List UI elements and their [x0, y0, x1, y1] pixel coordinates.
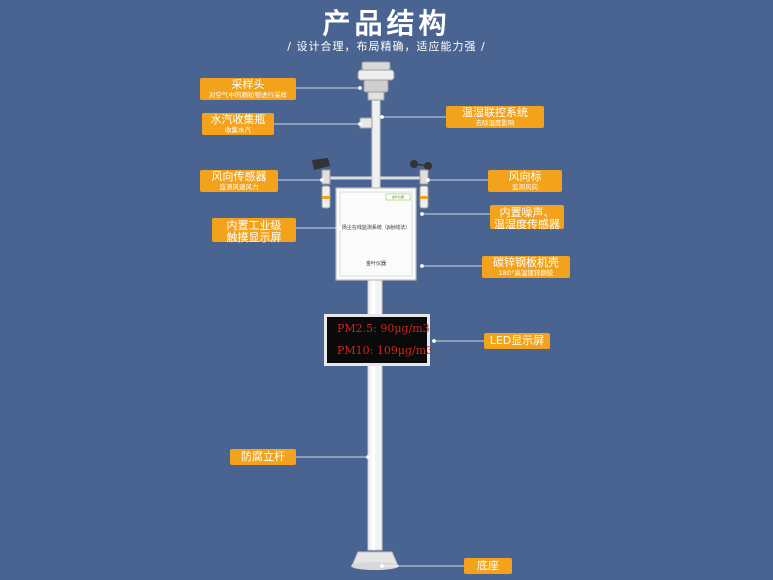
tag-base: 底座: [464, 558, 512, 574]
brand-logo: [385, 193, 411, 201]
tag-wind-sensor-main: 风向传感器: [211, 170, 267, 183]
tag-noise-sensor-sub: 温湿度传感器: [494, 218, 560, 232]
right-sensor-band: [420, 196, 428, 199]
tag-pole-main: 防腐立杆: [241, 450, 285, 463]
cabinet-door: [339, 191, 413, 277]
tag-water-bottle-main: 水汽收集瓶: [210, 113, 266, 126]
tag-pole: 防腐立杆: [230, 449, 296, 465]
tag-steel-case-sub: 180°高温镀锌颜胶: [498, 269, 554, 278]
tag-steel-case: 碳锌钢板机壳 180°高温镀锌颜胶: [482, 256, 570, 278]
led-display: PM2.5: 90μg/m3 PM10: 109μg/m3: [324, 314, 434, 366]
sampling-head-inlet: [363, 79, 389, 93]
tag-temp-humidity-sub: 去除湿度影响: [475, 119, 515, 128]
sampling-head-body: [357, 69, 395, 81]
tag-water-bottle: 水汽收集瓶 收集水汽: [202, 113, 274, 135]
cabinet-label: 金叶仪器: [365, 261, 386, 267]
tag-wind-vane: 风向标 监测风向: [488, 170, 562, 192]
tag-temp-humidity: 温湿联控系统 去除湿度影响: [446, 106, 544, 128]
tag-noise-sensor: 内置噪声、 温湿度传感器: [490, 205, 564, 232]
tag-sampling-head-sub: 对空气中的颗粒物进行采样: [209, 91, 287, 100]
tag-base-main: 底座: [477, 559, 499, 572]
tag-wind-vane-main: 风向标: [508, 170, 542, 183]
led-line-pm25: PM2.5: 90μg/m3: [337, 322, 430, 335]
pole-highlight: [372, 280, 375, 550]
wind-vane-rod: [413, 163, 429, 167]
sampling-head-cap: [361, 61, 391, 71]
tag-water-bottle-sub: 收集水汽: [225, 126, 251, 135]
wind-speed-cups: [312, 158, 330, 170]
tag-steel-case-main: 碳锌钢板机壳: [493, 256, 559, 269]
cabinet-title: 扬尘在线监测系统（β射线法）: [341, 225, 411, 231]
right-sensor-housing: [419, 169, 429, 185]
tag-touch-screen: 内置工业级 触摸显示屏: [212, 218, 296, 245]
upper-mast: [371, 99, 381, 191]
cabinet-brand: 金叶仪器: [391, 195, 404, 199]
tag-led-screen-main: LED显示屏: [489, 334, 545, 347]
tag-wind-sensor: 风向传感器 监测风速风力: [200, 170, 278, 192]
left-sensor-band: [322, 196, 330, 199]
tag-touch-screen-sub: 触摸显示屏: [226, 231, 282, 245]
tag-sampling-head-main: 采样头: [231, 78, 265, 91]
led-line-pm10: PM10: 109μg/m3: [337, 344, 434, 357]
tag-temp-humidity-main: 温湿联控系统: [462, 106, 528, 119]
tag-touch-screen-main: 内置工业级: [226, 219, 282, 232]
tag-wind-vane-sub: 监测风向: [512, 183, 538, 192]
tag-wind-sensor-sub: 监测风速风力: [219, 183, 259, 192]
page-subtitle: / 设计合理，布局精确，适应能力强 /: [287, 40, 486, 53]
sampling-head-neck: [367, 91, 385, 101]
base-plate: [351, 562, 399, 570]
tag-noise-sensor-main: 内置噪声、: [499, 206, 555, 219]
page-title: 产品结构: [322, 7, 451, 40]
left-sensor-housing: [321, 169, 331, 185]
tag-led-screen: LED显示屏: [484, 333, 550, 349]
water-bottle: [359, 117, 373, 129]
leader-lines: [274, 86, 490, 568]
tag-sampling-head: 采样头 对空气中的颗粒物进行采样: [200, 78, 296, 100]
